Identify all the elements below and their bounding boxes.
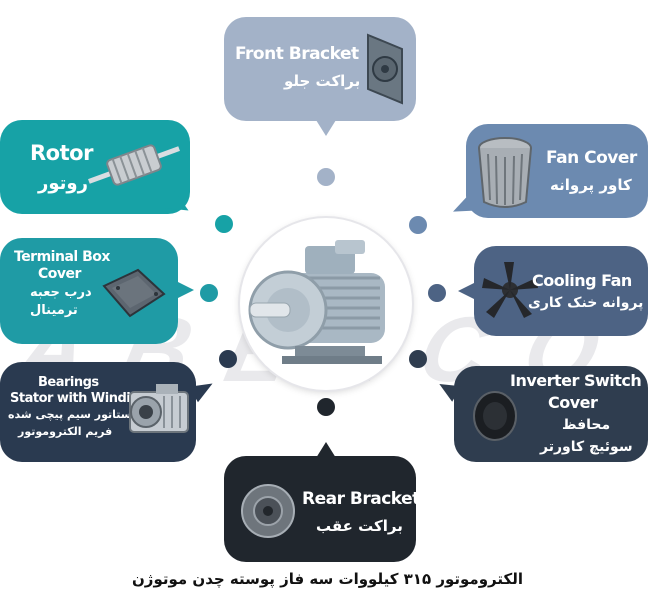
terminal-box-card: Terminal Box Cover درب جعبه ترمینال	[0, 238, 178, 344]
cooling-fan-label-fa: پروانه خنک کاری	[528, 295, 644, 311]
fan-cover-label: Fan Cover	[546, 148, 637, 168]
front-bracket-tail	[316, 120, 336, 136]
dot-terminal-box	[200, 284, 218, 302]
inverter-card: Inverter Switch Cover محافظ سوئیچ کاورتر	[454, 366, 648, 462]
inverter-label-fa2: سوئیچ کاورتر	[540, 439, 633, 455]
fan-cover-icon	[478, 137, 532, 208]
rear-bracket-tail	[316, 442, 336, 458]
dot-inverter	[409, 350, 427, 368]
bearings-label-fa1: استاتور سیم پیچی شده	[8, 408, 136, 421]
front-bracket-label: Front Bracket	[235, 44, 359, 64]
stator-icon	[129, 384, 189, 433]
front-bracket-label-fa: براکت جلو	[284, 72, 361, 90]
fan-cover-card: Fan Cover کاور پروانه	[466, 124, 648, 218]
bearings-label-fa2: فریم الکتروموتور	[18, 425, 113, 438]
terminal-box-label-fa1: درب جعبه	[30, 285, 92, 300]
dot-fan-cover	[409, 216, 427, 234]
inverter-label-fa1: محافظ	[562, 417, 611, 433]
center-motor	[240, 218, 412, 390]
terminal-box-label-fa2: ترمینال	[30, 303, 78, 318]
terminal-box-tail	[176, 281, 194, 299]
fan-cover-label-fa: کاور پروانه	[550, 176, 632, 194]
dot-rotor	[215, 215, 233, 233]
rotor-label: Rotor	[30, 141, 93, 165]
terminal-box-label-1: Terminal Box	[14, 249, 110, 265]
rear-bracket-label: Rear Bracket	[302, 489, 420, 509]
inverter-label-2: Cover	[548, 393, 598, 412]
dot-cooling-fan	[428, 284, 446, 302]
bracket-icon	[367, 33, 403, 105]
bearings-label-1: Bearings	[38, 375, 99, 390]
inverter-label-1: Inverter Switch	[510, 371, 642, 390]
dot-front-bracket	[317, 168, 335, 186]
motor-icon	[248, 240, 385, 364]
inverter-cover-icon	[473, 391, 517, 441]
dot-rear-bracket	[317, 398, 335, 416]
front-bracket-card: Front Bracket براکت جلو	[224, 17, 416, 121]
rotor-icon	[88, 144, 180, 186]
bearings-card: Bearings Stator with Winding استاتور سیم…	[0, 362, 196, 462]
rear-bracket-icon	[241, 484, 295, 538]
rotor-label-fa: روتور	[38, 173, 88, 194]
bearings-label-2: Stator with Winding	[10, 391, 148, 406]
rear-bracket-label-fa: براکت عقب	[316, 517, 403, 535]
terminal-cover-icon	[102, 268, 166, 318]
rotor-card: Rotor روتور	[0, 120, 190, 214]
cooling-fan-card: Cooling Fan پروانه خنک کاری	[474, 246, 648, 336]
cooling-fan-icon	[482, 262, 538, 318]
dot-bearings	[219, 350, 237, 368]
cooling-fan-tail	[458, 282, 476, 300]
terminal-box-label-2: Cover	[38, 266, 81, 282]
cooling-fan-label: Cooling Fan	[532, 271, 632, 290]
rear-bracket-card: Rear Bracket براکت عقب	[224, 456, 420, 562]
caption: الکتروموتور ۳۱۵ کیلووات سه فاز پوسته چدن…	[132, 570, 523, 588]
